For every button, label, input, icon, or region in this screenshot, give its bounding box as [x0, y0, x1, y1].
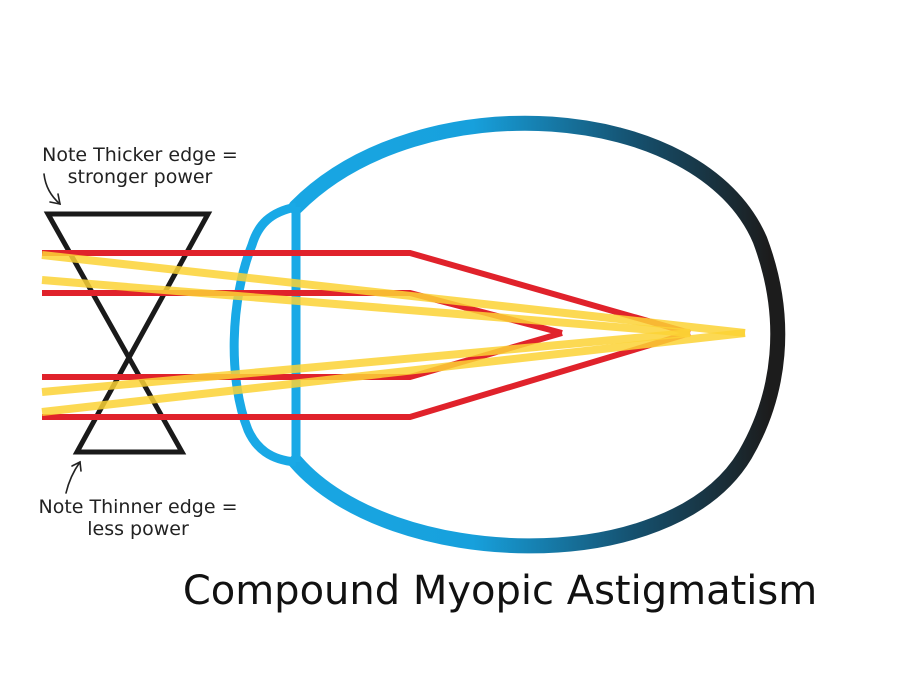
thinner-edge-note-line2: less power: [87, 518, 189, 540]
red-ray-bottom: [42, 330, 691, 420]
concave-lens: [43, 211, 213, 455]
arrow-to-thick-edge: [43, 173, 61, 205]
arrow-head-thin: [71, 460, 82, 472]
thicker-edge-note-line1: Note Thicker edge =: [42, 144, 238, 166]
yellow-ray-2: [41, 276, 691, 337]
arrow-head-thick: [49, 193, 62, 206]
cornea-bulge: [229, 202, 297, 467]
thicker-edge-note-line2: stronger power: [67, 166, 213, 188]
thicker-edge-note: Note Thicker edge = stronger power: [30, 144, 250, 188]
thinner-edge-note-line1: Note Thinner edge =: [38, 496, 238, 518]
arrow-to-thin-edge: [65, 461, 81, 494]
diagram-title: Compound Myopic Astigmatism: [182, 568, 818, 614]
yellow-ray-3: [41, 329, 746, 416]
yellow-rays: [41, 251, 746, 416]
annotation-arrows: [43, 173, 82, 494]
yellow-ray-1: [41, 251, 746, 337]
red-ray-top: [42, 250, 691, 336]
yellow-ray-4: [41, 329, 691, 396]
thinner-edge-note: Note Thinner edge = less power: [28, 496, 248, 540]
eyeball-outline: [288, 115, 786, 554]
